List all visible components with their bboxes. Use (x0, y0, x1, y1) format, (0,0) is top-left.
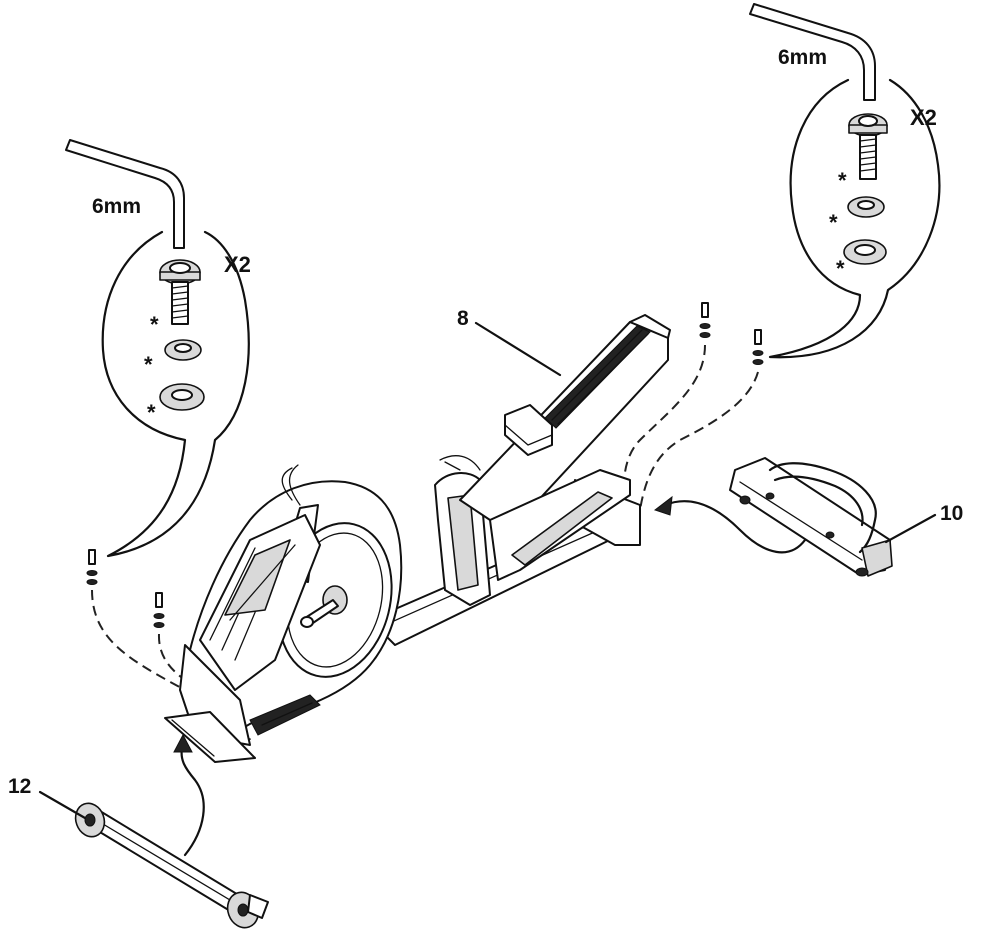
right-lock-washer-marker: * (829, 210, 838, 235)
right-flat-washer-marker: * (836, 256, 845, 281)
part-12-front-stabilizer (74, 733, 269, 929)
part-label-12: 12 (8, 775, 87, 820)
left-lock-washer-icon (164, 339, 202, 361)
left-flat-washer-marker: * (147, 400, 156, 425)
right-bolt-icon (848, 113, 888, 180)
main-frame (369, 314, 671, 646)
right-flat-washer-icon (843, 239, 887, 265)
left-bolt-marker: * (150, 312, 159, 337)
seat-carriage (504, 404, 553, 456)
part-label-8: 8 (457, 307, 562, 377)
right-callout-bubble (768, 78, 941, 359)
left-lock-washer-marker: * (144, 352, 153, 377)
left-tool-size: 6mm (92, 195, 141, 218)
right-callout: 6mm X2 * * * (749, 3, 941, 359)
left-callout-bubble (101, 230, 250, 558)
part-number-12: 12 (8, 775, 31, 798)
part-number-10: 10 (940, 502, 963, 525)
flywheel-housing (179, 464, 403, 751)
left-flat-washer-icon (159, 383, 205, 411)
right-quantity: X2 (910, 105, 937, 130)
right-lock-washer-icon (847, 196, 885, 218)
part-label-10: 10 (884, 502, 963, 544)
right-tool-size: 6mm (778, 46, 827, 69)
part-10-rear-stabilizer (653, 457, 893, 577)
left-hex-key-icon (65, 139, 185, 249)
part-number-8: 8 (457, 307, 469, 330)
left-quantity: X2 (224, 252, 251, 277)
right-hex-key-icon (749, 3, 876, 101)
right-bolt-marker: * (838, 168, 847, 193)
left-callout: 6mm X2 * * * (65, 139, 251, 558)
front-stabilizer-plate (164, 711, 256, 763)
left-bolt-icon (159, 259, 201, 325)
